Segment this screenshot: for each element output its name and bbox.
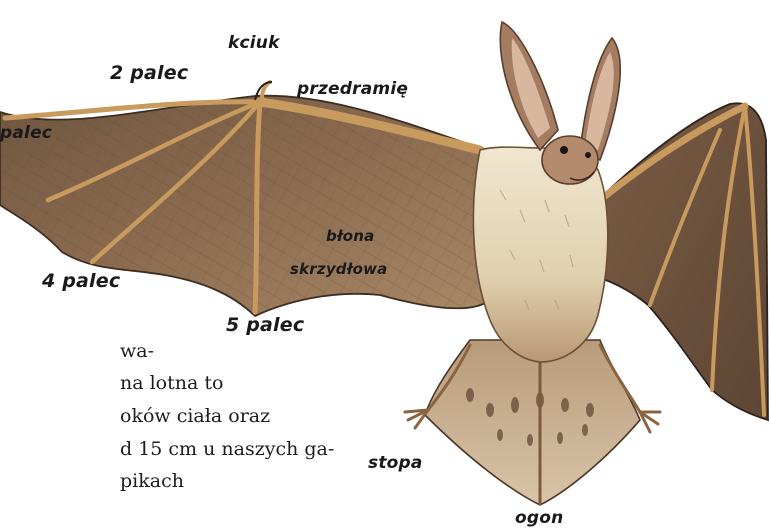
label-palec-4: 4 palec (42, 270, 120, 292)
label-stopa: stopa (368, 453, 423, 473)
label-palec-2: 2 palec (110, 62, 188, 84)
label-blona-line2: skrzydłowa (290, 260, 387, 278)
body-text-line-4: d 15 cm u naszych ga- (120, 438, 334, 460)
tail-membrane (425, 340, 640, 505)
body-text-line-3: oków ciała oraz (120, 405, 270, 427)
label-ogon: ogon (515, 508, 563, 528)
right-wing-membrane (598, 103, 768, 420)
label-palec-5: 5 palec (226, 314, 304, 336)
label-kciuk: kciuk (228, 33, 280, 53)
label-blona-line1: błona (326, 227, 374, 245)
label-palec-3: palec (0, 123, 52, 143)
body-text-line-2: na lotna to (120, 372, 223, 394)
body-text-line-1: wa- (120, 340, 154, 362)
body-text-line-5: pikach (120, 470, 184, 492)
label-przedramie: przedramię (297, 79, 408, 99)
